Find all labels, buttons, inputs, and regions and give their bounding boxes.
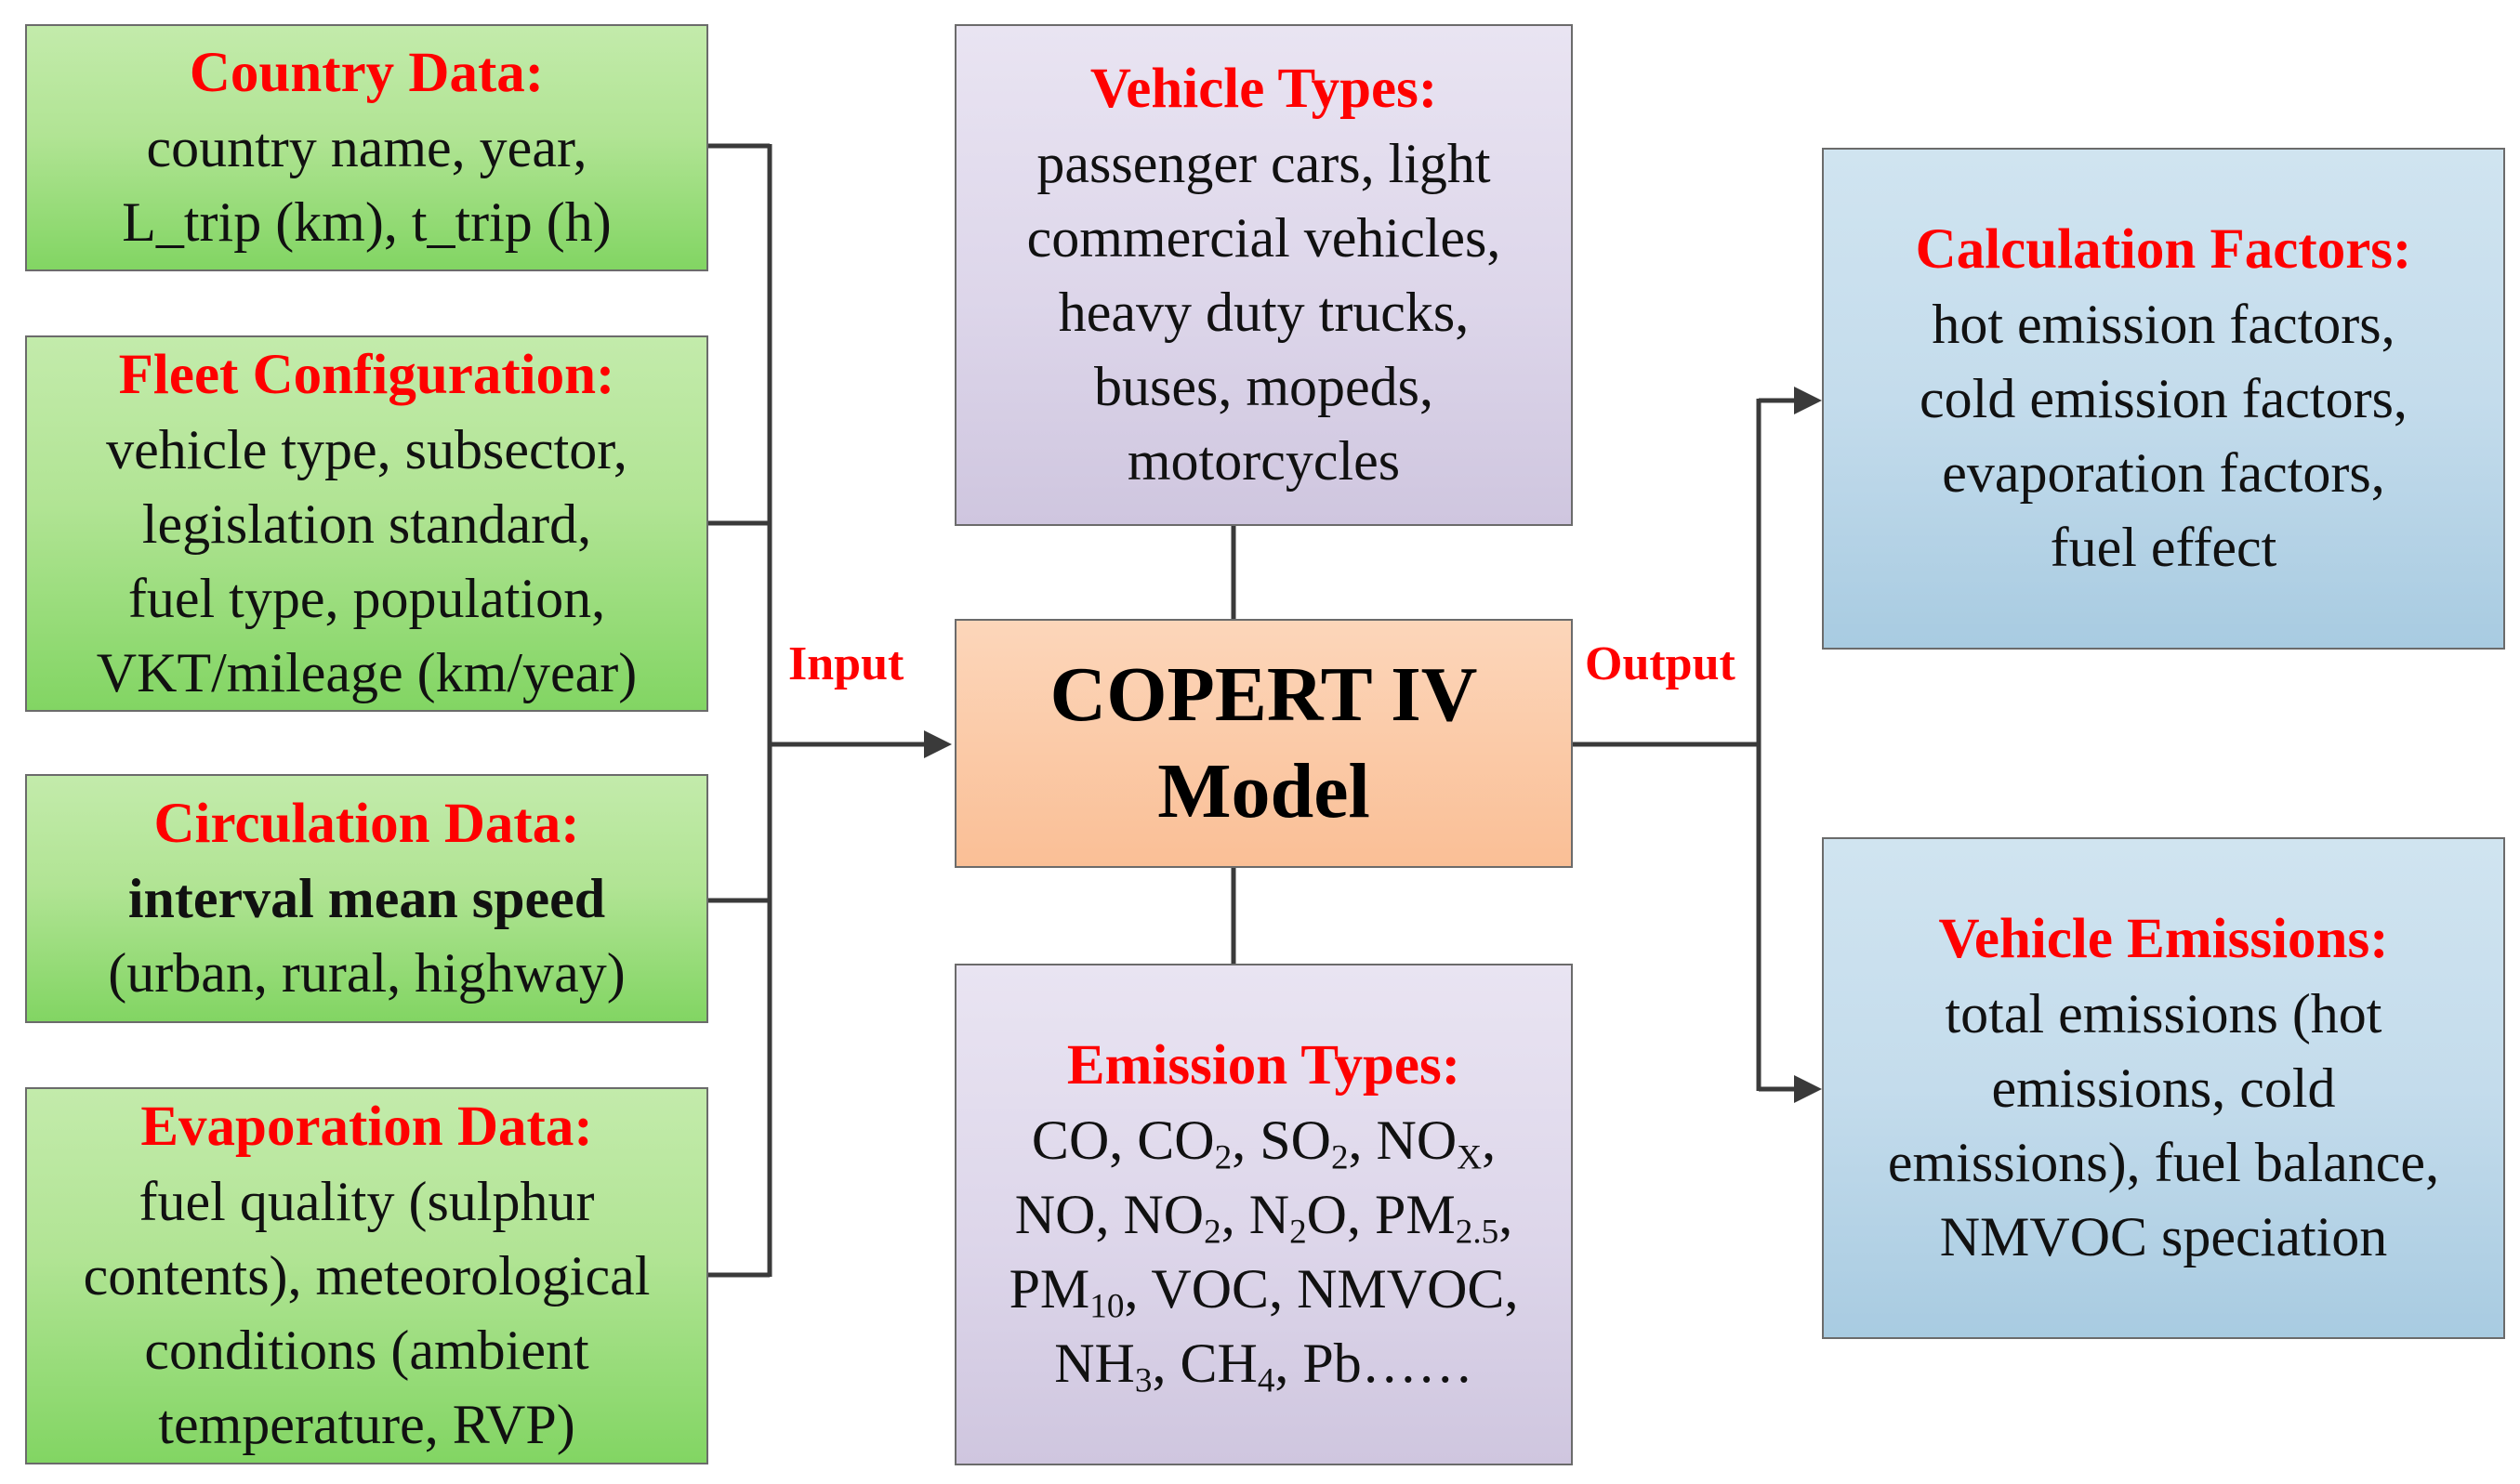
model-title-line2: Model: [1157, 748, 1370, 834]
emission-types-line-3: PM10, VOC, NMVOC,: [1009, 1258, 1519, 1326]
emission-types-box: Emission Types: CO, CO2, SO2, NOX, NO, N…: [955, 964, 1573, 1465]
fleet-configuration-line: VKT/mileage (km/year): [96, 641, 638, 703]
evaporation-data-line: conditions (ambient: [144, 1320, 589, 1381]
model-title-line1: COPERT IV: [1049, 651, 1478, 738]
vehicle-emissions-line: NMVOC speciation: [1939, 1206, 2388, 1267]
vehicle-types-box: Vehicle Types: passenger cars, light com…: [955, 24, 1573, 526]
input-label: Input: [788, 637, 904, 690]
evaporation-data-line: fuel quality (sulphur: [139, 1171, 595, 1232]
circulation-data-title: Circulation Data:: [153, 793, 580, 855]
emission-ellipsis: ……: [1361, 1333, 1473, 1394]
emission-nh3: NH3: [1054, 1333, 1153, 1400]
fleet-configuration-line: fuel type, population,: [127, 567, 606, 629]
evaporation-data-line: contents), meteorological: [83, 1245, 651, 1307]
emission-pb: Pb: [1302, 1333, 1362, 1394]
emission-ch4: CH4: [1180, 1333, 1275, 1400]
emission-no2: NO2: [1123, 1184, 1221, 1252]
emission-nmvoc: NMVOC: [1297, 1258, 1505, 1320]
copert-model-box: COPERT IV Model: [955, 619, 1573, 868]
vehicle-types-line: heavy duty trucks,: [1058, 282, 1470, 343]
evaporation-data-box: Evaporation Data: fuel quality (sulphur …: [25, 1087, 708, 1464]
vehicle-types-line: passenger cars, light: [1036, 133, 1491, 194]
evaporation-data-line: temperature, RVP): [158, 1394, 575, 1455]
fleet-configuration-box: Fleet Configuration: vehicle type, subse…: [25, 335, 708, 712]
vehicle-types-title: Vehicle Types:: [1089, 58, 1438, 120]
emission-nox: NOX: [1376, 1110, 1483, 1177]
output-arrowhead-bottom: [1794, 1075, 1822, 1103]
output-arrowhead-top: [1794, 387, 1822, 414]
vehicle-emissions-title: Vehicle Emissions:: [1938, 908, 2389, 970]
country-data-title: Country Data:: [189, 42, 545, 104]
vehicle-emissions-box: Vehicle Emissions: total emissions (hot …: [1822, 837, 2505, 1339]
emission-co: CO: [1031, 1110, 1110, 1171]
fleet-configuration-line: legislation standard,: [141, 492, 592, 555]
evaporation-data-title: Evaporation Data:: [140, 1096, 593, 1158]
emission-pm10: PM10: [1009, 1258, 1125, 1326]
input-arrowhead: [924, 730, 952, 758]
output-label: Output: [1585, 637, 1735, 690]
vehicle-types-line: buses, mopeds,: [1094, 356, 1433, 417]
country-data-box: Country Data: country name, year, L_trip…: [25, 24, 708, 271]
circulation-data-box: Circulation Data: interval mean speed (u…: [25, 774, 708, 1023]
emission-types-line-2: NO, NO2, N2O, PM2.5,: [1014, 1184, 1513, 1252]
calculation-factors-line: cold emission factors,: [1920, 368, 2408, 429]
calculation-factors-line: evaporation factors,: [1942, 442, 2385, 504]
emission-no: NO: [1014, 1184, 1096, 1245]
calculation-factors-line: fuel effect: [2050, 517, 2277, 578]
vehicle-emissions-line: total emissions (hot: [1945, 983, 2382, 1044]
fleet-configuration-title: Fleet Configuration:: [118, 343, 615, 406]
calculation-factors-line: hot emission factors,: [1932, 294, 2395, 355]
calculation-factors-title: Calculation Factors:: [1915, 218, 2412, 281]
emission-co2: CO2: [1137, 1110, 1233, 1177]
emission-so2: SO2: [1260, 1110, 1349, 1177]
emission-types-title: Emission Types:: [1066, 1034, 1461, 1097]
emission-pm25: PM2.5: [1375, 1184, 1499, 1252]
emission-voc: VOC: [1151, 1258, 1270, 1320]
circulation-data-bold-line: interval mean speed: [127, 868, 606, 929]
vehicle-emissions-line: emissions, cold: [1991, 1057, 2336, 1119]
country-data-line: country name, year,: [146, 117, 587, 178]
calculation-factors-box: Calculation Factors: hot emission factor…: [1822, 148, 2505, 650]
vehicle-emissions-line: emissions), fuel balance,: [1887, 1132, 2440, 1193]
emission-types-line-4: NH3, CH4, Pb……: [1054, 1333, 1473, 1400]
vehicle-types-line: commercial vehicles,: [1026, 207, 1501, 269]
vehicle-types-line: motorcycles: [1127, 430, 1401, 492]
fleet-configuration-line: vehicle type, subsector,: [106, 418, 627, 480]
circulation-data-line: (urban, rural, highway): [108, 942, 626, 1004]
emission-n2o: N2O: [1248, 1184, 1347, 1252]
emission-types-line-1: CO, CO2, SO2, NOX,: [1031, 1110, 1497, 1177]
country-data-line: L_trip (km), t_trip (h): [122, 191, 612, 253]
